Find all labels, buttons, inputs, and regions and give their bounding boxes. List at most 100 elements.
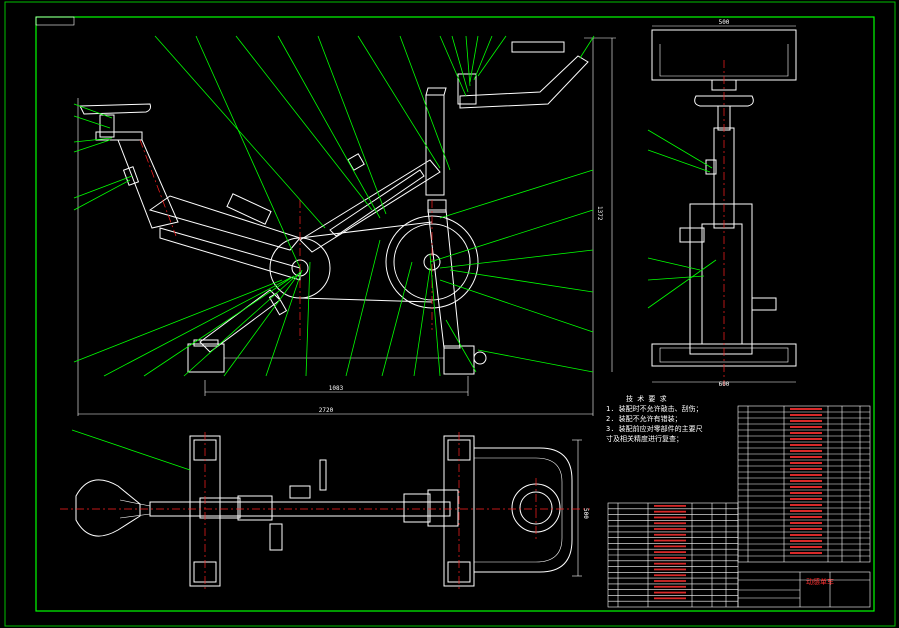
- leader-line: [579, 35, 595, 59]
- dim-plan-width: 500: [582, 508, 589, 519]
- table-cell-text: [790, 516, 822, 518]
- table-cell-text: [790, 534, 822, 536]
- leader-line: [223, 271, 301, 377]
- leader-line: [473, 35, 493, 81]
- table-cell-text: [654, 522, 686, 525]
- leader-line: [465, 35, 471, 87]
- table-cell-text: [790, 504, 822, 506]
- leader-line: [73, 103, 113, 119]
- leader-line: [183, 273, 299, 377]
- tech-req-heading: 技 术 要 求: [626, 395, 667, 403]
- table-cell-text: [654, 539, 686, 542]
- technical-requirements: 技 术 要 求 1. 装配时不允许敲击、刮伤； 2. 装配不允许有错装； 3. …: [606, 394, 703, 444]
- table-cell-text: [790, 486, 822, 488]
- tech-req-item: 寸及相关精度进行复查；: [606, 435, 683, 443]
- table-cell-text: [790, 456, 822, 458]
- leader-line: [439, 279, 594, 333]
- leader-line: [469, 35, 479, 83]
- table-cell-text: [790, 468, 822, 470]
- center-lines: [60, 60, 725, 592]
- dim-height: 1372: [596, 206, 603, 221]
- table-cell-text: [654, 510, 686, 513]
- leader-line: [277, 35, 381, 219]
- leader-line: [154, 35, 326, 229]
- table-cell-text: [790, 462, 822, 464]
- leader-line: [449, 269, 594, 293]
- table-cell-text: [654, 562, 686, 565]
- table-cell-text: [790, 510, 822, 512]
- sheet-outer-border: [4, 1, 896, 627]
- leader-line: [73, 139, 111, 153]
- table-cell-text: [790, 492, 822, 494]
- table-cell-text: [654, 505, 686, 507]
- leader-line: [439, 249, 594, 269]
- leader-line: [143, 275, 295, 377]
- dim-base-width: 600: [719, 381, 730, 388]
- leader-line: [647, 259, 717, 309]
- leader-line: [445, 319, 477, 373]
- table-cell-text: [790, 444, 822, 446]
- side-elevation-view: [77, 37, 616, 416]
- tech-req-item: 3. 装配前应对零部件的主要尺: [606, 425, 703, 433]
- leader-line: [195, 35, 301, 269]
- leader-line: [103, 277, 291, 377]
- leader-line: [477, 349, 594, 373]
- table-cell-text: [790, 474, 822, 476]
- leader-line: [265, 269, 303, 377]
- table-cell-text: [790, 408, 822, 410]
- table-cell-text: [790, 498, 822, 500]
- tech-req-item: 1. 装配时不允许敲击、刮伤；: [606, 405, 703, 413]
- table-cell-text: [790, 414, 822, 416]
- table-cell-text: [654, 557, 686, 559]
- leader-line: [345, 239, 381, 377]
- table-cell-text: [790, 522, 822, 524]
- leader-line: [647, 149, 711, 173]
- table-cell-text: [654, 551, 686, 553]
- leader-line: [399, 35, 451, 171]
- leader-line: [451, 35, 469, 93]
- dim-top-width: 500: [719, 19, 730, 26]
- table-cell-text: [654, 580, 686, 582]
- table-cell-text: [654, 528, 686, 530]
- bill-of-materials: [607, 405, 871, 608]
- part-leader-lines: [71, 35, 717, 471]
- dim-wheelbase: 1083: [329, 385, 344, 392]
- table-cell-text: [790, 420, 822, 422]
- table-cell-text: [654, 585, 686, 588]
- leader-line: [235, 35, 373, 211]
- leader-line: [381, 261, 413, 377]
- table-cell-text: [654, 545, 686, 548]
- leader-line: [73, 179, 131, 211]
- leader-line: [477, 35, 507, 77]
- title-block-label: 动感单车: [806, 577, 834, 586]
- leader-line: [71, 429, 191, 471]
- leader-line: [317, 35, 387, 215]
- table-cell-text: [654, 516, 686, 519]
- leader-line: [73, 279, 283, 363]
- table-cell-text: [790, 432, 822, 434]
- leader-line: [73, 115, 111, 129]
- leader-line: [305, 261, 311, 377]
- leader-line: [429, 209, 594, 263]
- leader-line: [647, 257, 701, 271]
- table-cell-text: [654, 574, 686, 577]
- leader-line: [439, 35, 467, 97]
- title-block: [737, 571, 871, 608]
- table-cell-text: [790, 426, 822, 428]
- leader-line: [647, 275, 705, 281]
- sheet-inner-border: [35, 16, 875, 612]
- table-cell-text: [790, 438, 822, 440]
- dim-overall-length: 2720: [319, 407, 334, 414]
- leader-line: [73, 137, 113, 143]
- table-cell-text: [790, 450, 822, 452]
- table-cell-text: [790, 546, 822, 548]
- leader-line: [413, 267, 431, 377]
- table-cell-text: [790, 480, 822, 482]
- leader-line: [357, 35, 441, 169]
- table-cell-text: [654, 591, 686, 594]
- leader-line: [429, 253, 441, 377]
- table-cell-text: [790, 552, 822, 554]
- table-cell-text: [654, 568, 686, 571]
